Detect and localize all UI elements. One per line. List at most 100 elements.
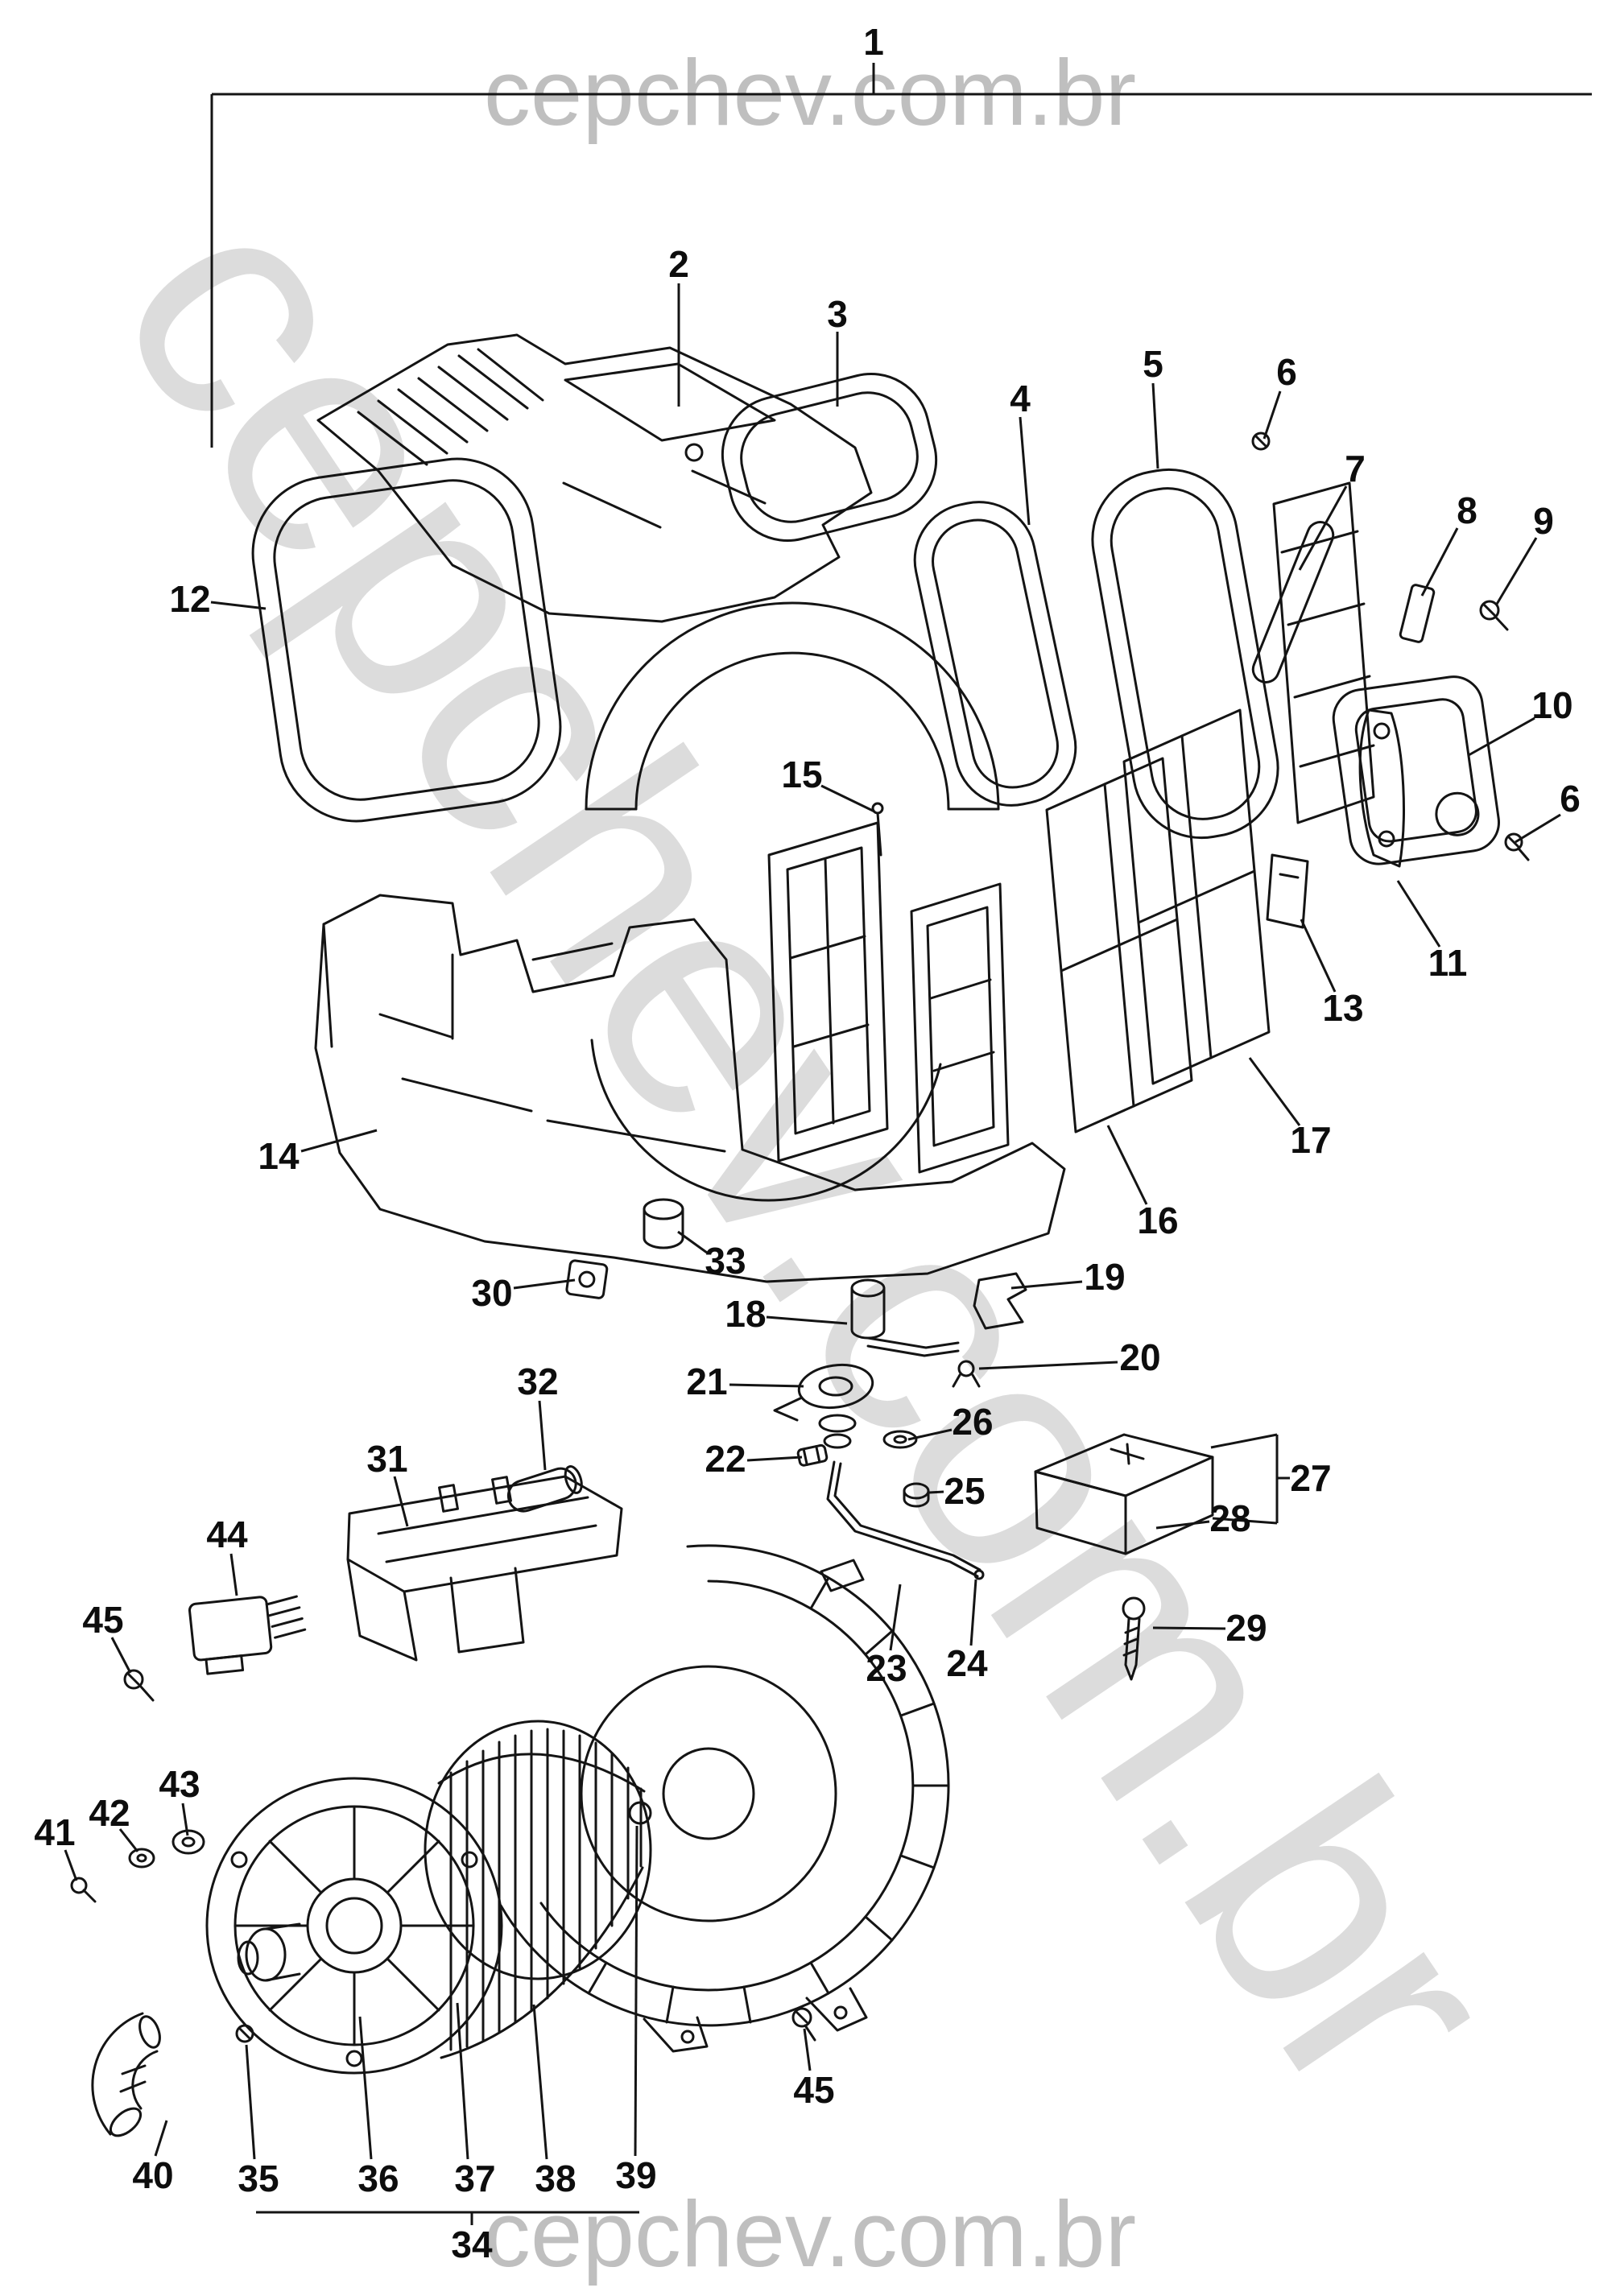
clip-20	[952, 1360, 981, 1388]
upper-case-part	[316, 333, 873, 623]
scroll-housing	[499, 1544, 950, 2053]
leader-line	[928, 1490, 944, 1494]
leader-line	[729, 1383, 804, 1388]
screw-35	[235, 2024, 254, 2043]
part-label-9: 9	[1533, 500, 1554, 542]
screw-6-right	[1504, 832, 1530, 861]
screw-45-bottom	[791, 2007, 816, 2042]
part-label-19: 19	[1084, 1256, 1126, 1298]
part-label-21: 21	[686, 1361, 728, 1402]
part-label-41: 41	[34, 1811, 76, 1853]
leader-line	[456, 2002, 469, 2160]
bracket-11	[1358, 708, 1405, 868]
fan-wheel-38	[424, 1720, 652, 2059]
part-label-4: 4	[1010, 378, 1031, 419]
leader-line	[1300, 919, 1337, 993]
part-label-13: 13	[1322, 987, 1364, 1029]
leader-line	[969, 1579, 977, 1646]
part-label-40: 40	[132, 2154, 174, 2196]
leader-line	[358, 2016, 373, 2160]
part-label-32: 32	[517, 1361, 559, 1402]
part-label-42: 42	[89, 1792, 130, 1834]
leader-line	[1210, 1433, 1278, 1449]
part-label-37: 37	[454, 2158, 496, 2199]
screw-41	[70, 1877, 97, 1903]
hose-40	[91, 2012, 161, 2137]
seal-12	[251, 457, 562, 823]
leader-lines	[64, 63, 1592, 2225]
leader-line	[393, 1476, 409, 1527]
door-frame-right	[910, 882, 1010, 1174]
part-label-39: 39	[615, 2154, 657, 2196]
bushing-33	[643, 1198, 684, 1249]
leader-line	[889, 1584, 902, 1651]
bracket-13	[1266, 853, 1309, 929]
leader-line	[118, 1828, 139, 1852]
leader-line	[1494, 537, 1538, 606]
part-label-1: 1	[863, 21, 884, 63]
part-label-6: 6	[1560, 778, 1581, 820]
bracket-19	[973, 1272, 1027, 1330]
plate-8	[1399, 584, 1436, 643]
leader-line	[1515, 813, 1561, 844]
pin-15	[871, 802, 884, 857]
part-label-8: 8	[1457, 489, 1477, 531]
part-label-30: 30	[471, 1272, 513, 1314]
part-label-15: 15	[781, 754, 823, 795]
leader-line	[154, 2120, 168, 2157]
leader-line	[1263, 390, 1282, 440]
evaporator-panel	[1272, 481, 1375, 824]
cover-10	[1332, 675, 1500, 865]
leader-line	[1151, 382, 1159, 469]
leader-line	[1396, 880, 1441, 948]
leader-line	[1248, 1057, 1301, 1126]
leader-line	[64, 1849, 78, 1881]
leader-line	[181, 1803, 189, 1836]
leader-line	[1152, 1626, 1226, 1630]
leader-line	[513, 1278, 576, 1290]
part-label-18: 18	[725, 1293, 767, 1335]
leader-line	[820, 784, 875, 813]
screw-45-left	[123, 1669, 155, 1702]
leader-line	[245, 2044, 256, 2160]
leader-line	[110, 1637, 132, 1674]
leader-line	[1155, 1520, 1210, 1530]
part-label-38: 38	[535, 2158, 577, 2199]
part-label-31: 31	[366, 1438, 408, 1480]
part-label-45: 45	[82, 1599, 124, 1641]
leader-line	[1212, 1517, 1278, 1525]
nut-25	[903, 1482, 930, 1508]
washer-42	[128, 1848, 155, 1869]
part-label-2: 2	[668, 243, 689, 285]
part-label-23: 23	[866, 1647, 907, 1689]
part-label-16: 16	[1137, 1200, 1179, 1241]
actuator-18	[850, 1278, 960, 1357]
resistor-44	[188, 1595, 307, 1675]
screw-29	[1122, 1596, 1146, 1681]
leader-line	[907, 1428, 953, 1441]
part-label-22: 22	[705, 1438, 746, 1480]
motor-plate-36	[205, 1777, 503, 2075]
screw-6-top	[1251, 432, 1271, 451]
filter-17	[1122, 708, 1271, 1085]
part-label-10: 10	[1531, 684, 1573, 726]
part-label-44: 44	[206, 1513, 248, 1555]
leader-line	[746, 1456, 803, 1462]
leader-line	[766, 1315, 848, 1325]
seal-5	[1091, 468, 1279, 840]
leader-line	[1298, 485, 1348, 571]
part-label-20: 20	[1119, 1336, 1161, 1378]
lower-case-part	[314, 894, 1066, 1283]
watermark-bottom: cepchev.com.br	[483, 2182, 1137, 2286]
leader-line	[978, 1361, 1118, 1370]
hub-cap-37	[237, 1922, 301, 1982]
leader-line	[1010, 1280, 1083, 1290]
washer-26	[882, 1430, 918, 1449]
leader-line	[538, 1400, 547, 1471]
leader-line	[210, 601, 267, 610]
part-label-5: 5	[1143, 343, 1163, 385]
part-label-17: 17	[1290, 1119, 1332, 1161]
leader-line	[532, 2004, 548, 2160]
